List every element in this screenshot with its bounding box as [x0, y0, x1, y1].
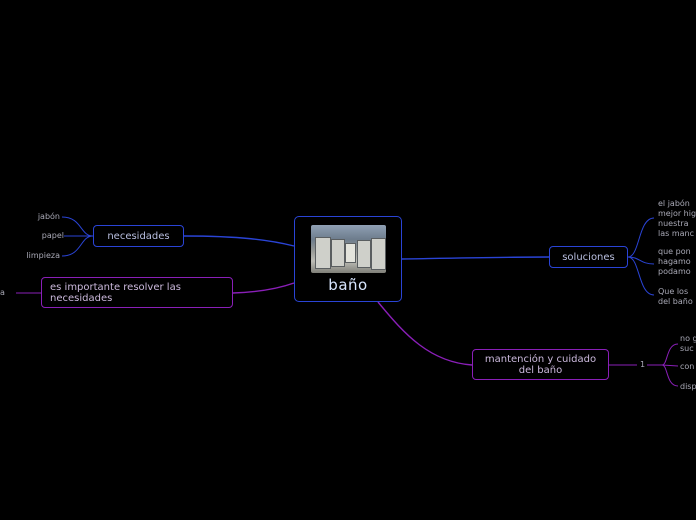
subtopic-mantencion-1[interactable]: no g suc — [680, 334, 696, 354]
subtopic-mantencion-3[interactable]: disp — [680, 382, 696, 392]
topic-soluciones[interactable]: soluciones — [549, 246, 628, 268]
subtopic-limpieza[interactable]: limpieza — [26, 251, 60, 261]
central-topic-image — [311, 225, 386, 273]
connector-soluciones — [402, 257, 549, 259]
connector-leaf-limpieza — [62, 236, 93, 256]
central-topic[interactable]: baño — [294, 216, 402, 302]
subtopic-jabon[interactable]: jabón — [38, 212, 60, 222]
subtopic-soluciones-1-line3: nuestra — [658, 219, 696, 229]
connector-leaf-mant-1 — [662, 344, 678, 365]
topic-necesidades-label: necesidades — [107, 231, 169, 242]
topic-importante-label: es importante resolver las necesidades — [50, 282, 200, 304]
subtopic-mantencion-2[interactable]: con — [680, 362, 694, 372]
subtopic-soluciones-2[interactable]: que pon hagamo podamo — [658, 247, 691, 277]
connector-leaf-sol-1 — [628, 218, 654, 257]
subtopic-soluciones-3-line2: del baño — [658, 297, 693, 307]
subtopic-soluciones-1[interactable]: el jabón mejor hig nuestra las manc — [658, 199, 696, 239]
topic-soluciones-label: soluciones — [562, 252, 615, 263]
subtopic-papel[interactable]: papel — [42, 231, 64, 241]
topic-mantencion-count[interactable]: 1 — [640, 360, 645, 370]
connector-leaf-mant-2 — [662, 365, 678, 366]
connector-importante — [233, 283, 294, 293]
subtopic-mantencion-1-line2: suc — [680, 344, 696, 354]
central-topic-title: baño — [328, 276, 367, 294]
topic-mantencion[interactable]: mantención y cuidado del baño — [472, 349, 609, 380]
subtopic-mantencion-1-line1: no g — [680, 334, 696, 344]
subtopic-soluciones-1-line4: las manc — [658, 229, 696, 239]
connector-mantencion — [378, 302, 472, 365]
subtopic-soluciones-2-line2: hagamo — [658, 257, 691, 267]
subtopic-soluciones-1-line1: el jabón — [658, 199, 696, 209]
subtopic-soluciones-3[interactable]: Que los del baño — [658, 287, 693, 307]
subtopic-soluciones-2-line1: que pon — [658, 247, 691, 257]
connector-necesidades — [184, 236, 294, 246]
topic-mantencion-label: mantención y cuidado del baño — [478, 354, 603, 376]
topic-importante[interactable]: es importante resolver las necesidades — [41, 277, 233, 308]
connector-leaf-sol-3 — [628, 257, 654, 295]
subtopic-soluciones-2-line3: podamo — [658, 267, 691, 277]
subtopic-soluciones-3-line1: Que los — [658, 287, 693, 297]
connector-leaf-mant-3 — [662, 365, 678, 386]
topic-necesidades[interactable]: necesidades — [93, 225, 184, 247]
subtopic-soluciones-1-line2: mejor hig — [658, 209, 696, 219]
subtopic-importante-fragment[interactable]: a — [0, 288, 5, 298]
connector-leaf-jabon — [62, 217, 93, 236]
